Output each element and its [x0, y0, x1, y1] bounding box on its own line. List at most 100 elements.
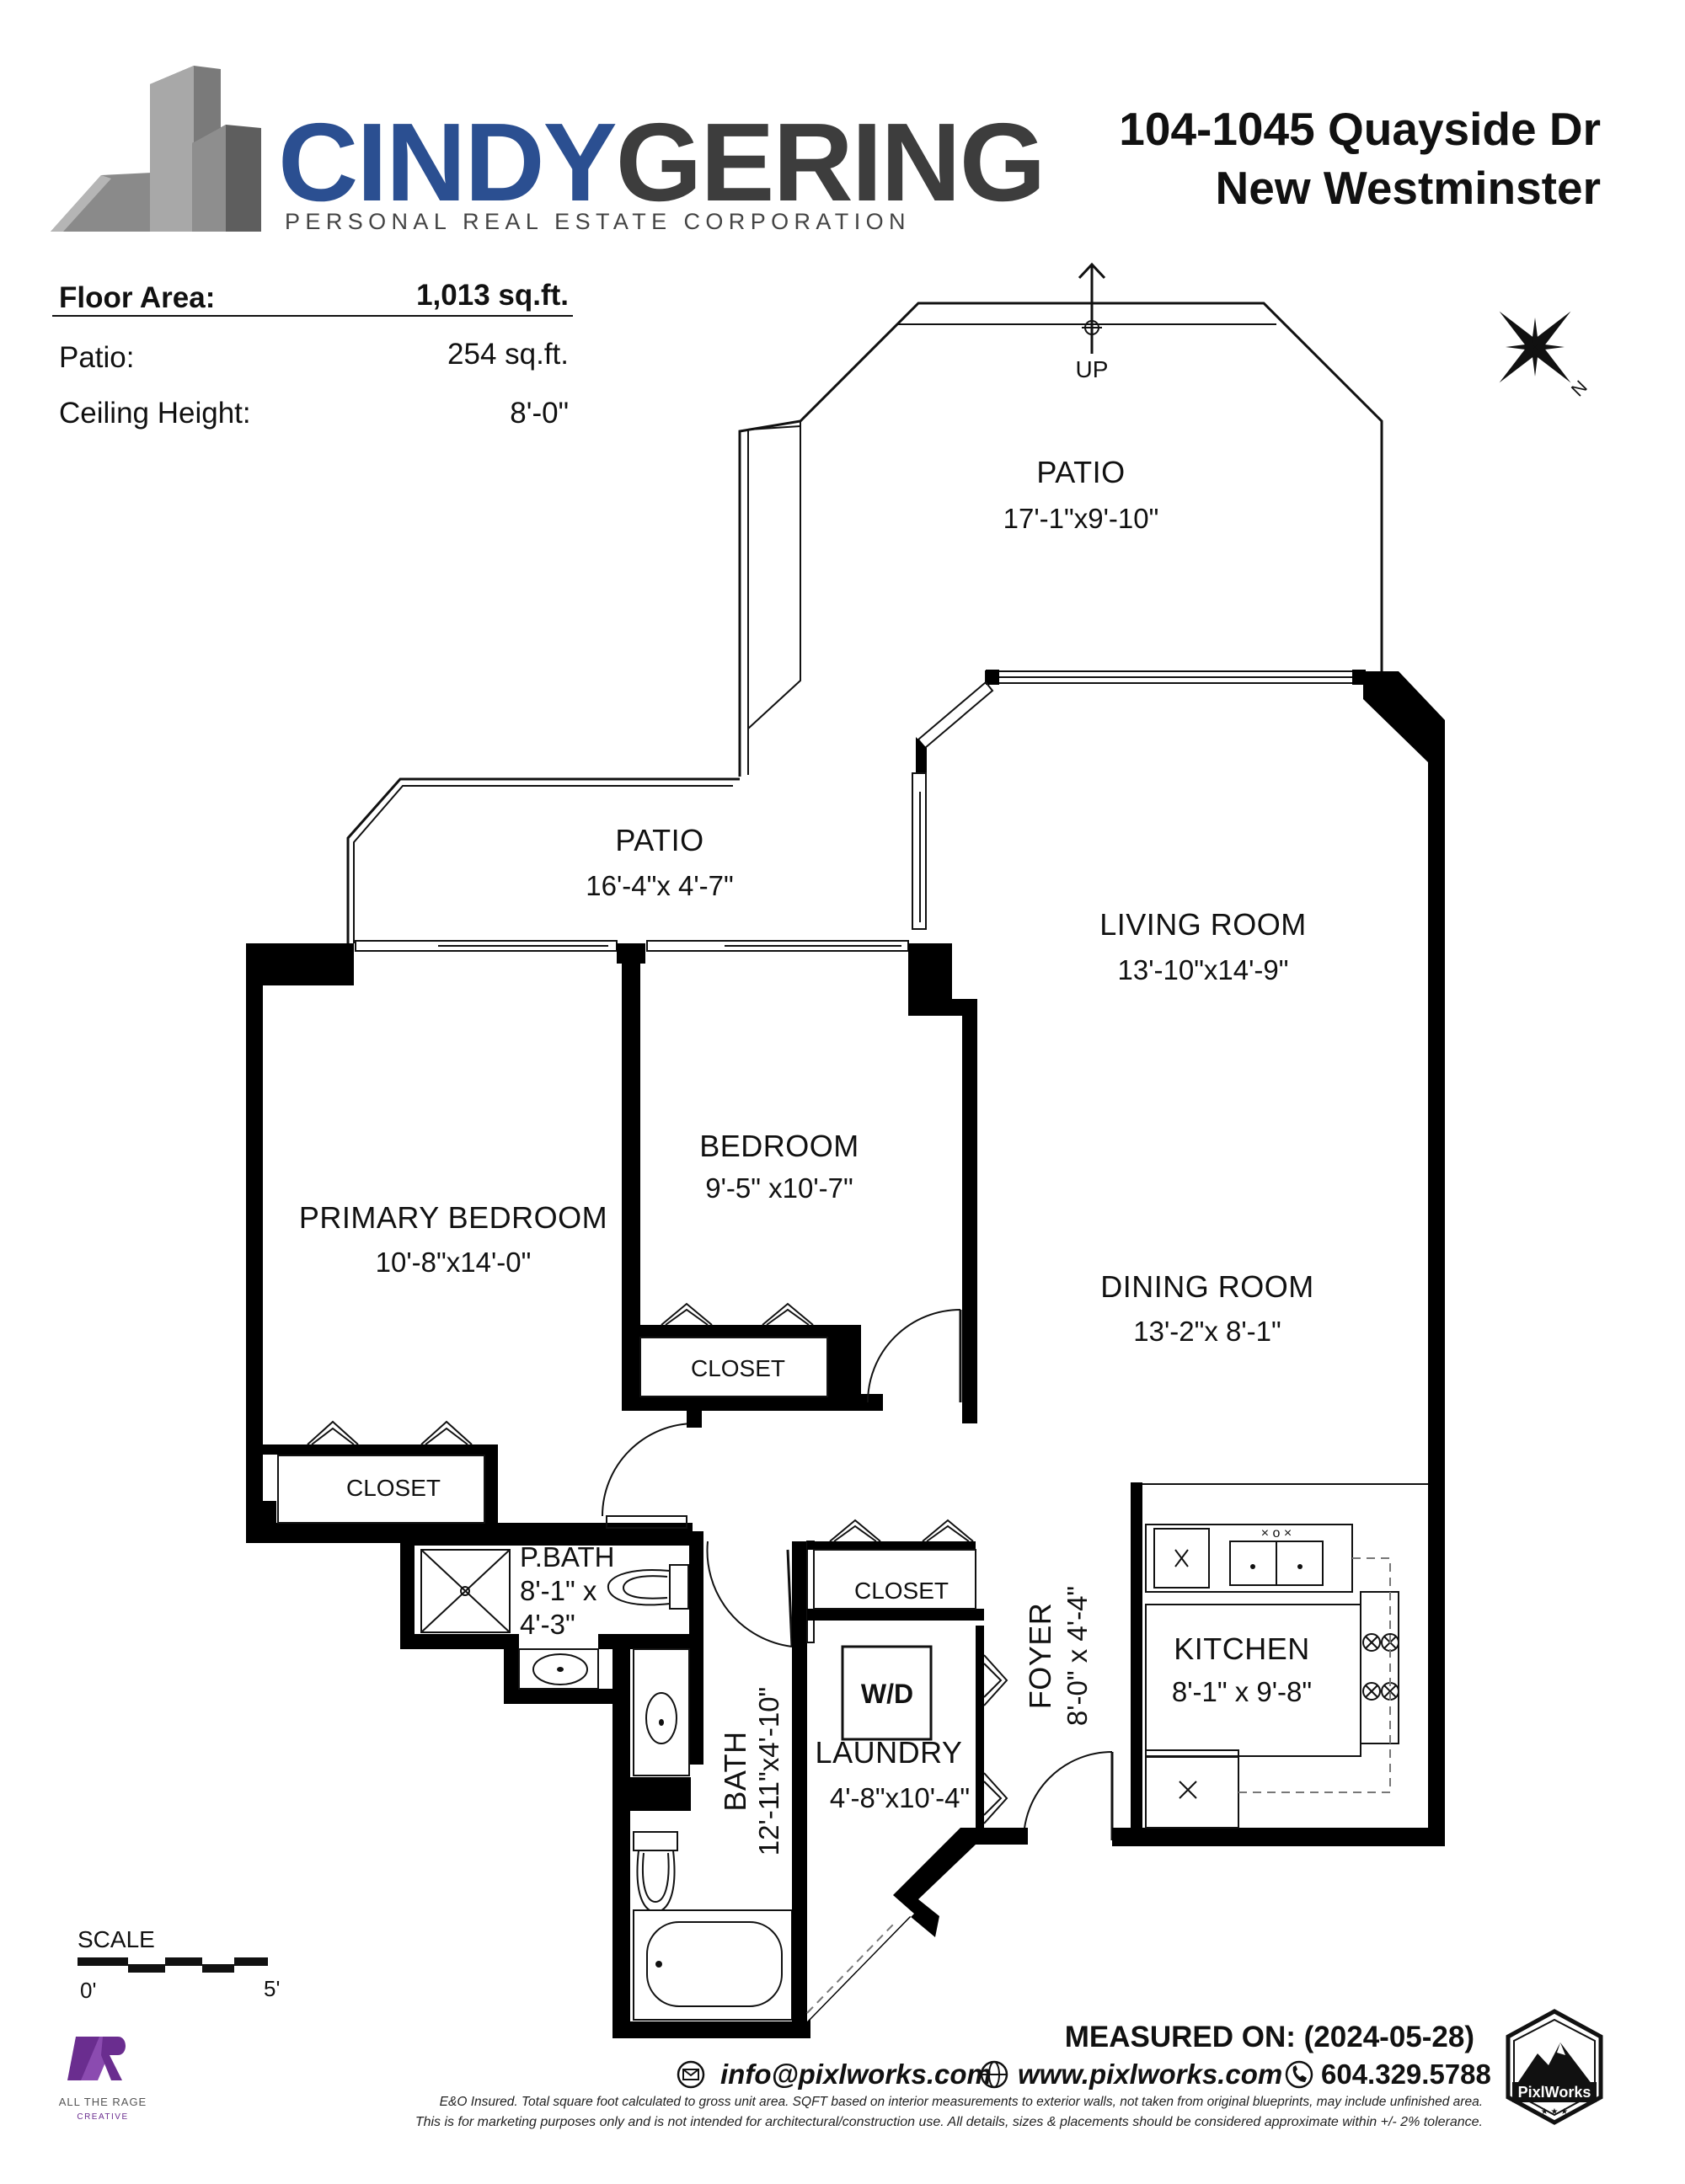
floor-area-value: 1,013 sq.ft.: [416, 279, 569, 312]
dining-room-dims: 13'-2"x 8'-1": [1133, 1316, 1281, 1347]
wall-pbath-vanity-left: [504, 1634, 519, 1701]
bedroom-name: BEDROOM: [699, 1129, 859, 1163]
toilet-bath-icon: [633, 1831, 678, 1914]
scale-end: 5': [264, 1976, 280, 2001]
bath-name: BATH: [718, 1731, 752, 1811]
stairs-up-arrow-icon: [1078, 262, 1106, 354]
wall-bedroom-divider: [622, 943, 640, 1411]
measured-on: MEASURED ON: (2024-05-28): [1065, 2021, 1474, 2053]
patio-left-name: PATIO: [615, 823, 703, 857]
living-room-name: LIVING ROOM: [1099, 907, 1307, 942]
all-the-rage-mark-icon: [67, 2037, 126, 2080]
stove-icon: [1360, 1591, 1399, 1744]
door-pbath: [606, 1515, 687, 1529]
wall-living-right: [1363, 671, 1445, 1840]
vanity-bath: [633, 1648, 690, 1776]
contact-phone[interactable]: 604.329.5788: [1321, 2059, 1491, 2090]
upper-patio-railing: [747, 425, 801, 775]
wall-primary-bedroom: [246, 943, 354, 1523]
upper-patio-step: [747, 421, 801, 729]
wall-bath-right-upper: [689, 1596, 703, 1765]
patio-area-label: Patio:: [59, 341, 135, 374]
wall-bedroom-right-column: [908, 943, 977, 1423]
brand-tagline: PERSONAL REAL ESTATE CORPORATION: [285, 209, 911, 234]
laundry-dims: 4'-8"x10'-4": [830, 1782, 970, 1813]
partner-logo-line2: CREATIVE: [77, 2112, 128, 2122]
floor-info-table: Floor Area: 1,013 sq.ft. Patio: 254 sq.f…: [52, 279, 573, 430]
lower-patio-outline: [346, 777, 740, 943]
lower-patio-railing: [353, 785, 733, 943]
primary-bedroom-name: PRIMARY BEDROOM: [299, 1200, 607, 1235]
scale-start: 0': [80, 1978, 96, 2003]
wall-laundry-left: [792, 1541, 807, 2021]
address-line2: New Westminster: [1216, 162, 1601, 214]
wall-closet-hall-top: [807, 1541, 976, 1550]
wall-bedroom-bottom: [622, 1394, 883, 1411]
bedroom-dims: 9'-5" x10'-7": [705, 1172, 853, 1204]
contact-row: info@pixlworks.com www.pixlworks.com 604…: [677, 2059, 1491, 2090]
globe-icon: [980, 2060, 1008, 2089]
brand-name-part2: GERING: [616, 100, 1045, 224]
compass-rose-icon: N: [1499, 311, 1591, 401]
pbath-dims-line2: 4'-3": [520, 1609, 575, 1640]
pixlworks-logo-name: PixlWorks: [1518, 2084, 1591, 2101]
brand-name-part1: CINDY: [278, 100, 616, 224]
wall-foyer-bottom-left: [994, 1828, 1028, 1845]
floor-plan: UP: [246, 262, 1445, 2038]
door-swing-bedroom: [867, 1309, 961, 1403]
closet-primary-box: [277, 1455, 485, 1524]
living-room-dims: 13'-10"x14'-9": [1118, 954, 1289, 985]
patio-top-dims: 17'-1"x9'-10": [1003, 503, 1159, 534]
bath-dims: 12'-11"x4'-10": [753, 1687, 784, 1856]
scale-label: SCALE: [78, 1926, 155, 1952]
closet-hall-label: CLOSET: [854, 1578, 949, 1604]
laundry-dashed-line: [806, 1924, 894, 2014]
closet-bedroom-label: CLOSET: [691, 1355, 785, 1381]
closet-hall-box: [813, 1549, 976, 1610]
refrigerator-icon: [1145, 1755, 1239, 1829]
washer-dryer-icon: [841, 1645, 933, 1741]
foyer-name: FOYER: [1023, 1603, 1057, 1710]
partner-logo-line1: ALL THE RAGE: [59, 2096, 147, 2108]
wall-pbath-bottom-right: [598, 1634, 703, 1649]
wall-pbath-bottom-left: [400, 1634, 518, 1649]
wall-hall-stub: [687, 1411, 702, 1428]
disclaimer-line1: E&O Insured. Total square foot calculate…: [440, 2095, 1483, 2109]
contact-website[interactable]: www.pixlworks.com: [1018, 2059, 1282, 2090]
laundry-bifold-doors-icon: [983, 1654, 1008, 1824]
wall-closet-bedroom-top: [640, 1325, 834, 1337]
wall-pbath-vanity-bottom: [504, 1689, 613, 1704]
contact-email[interactable]: info@pixlworks.com: [720, 2059, 992, 2090]
dining-room-name: DINING ROOM: [1100, 1269, 1314, 1304]
window-mullion-left: [986, 670, 999, 685]
door-swing-bath: [706, 1541, 793, 1647]
address-line1: 104-1045 Quayside Dr: [1119, 103, 1601, 155]
kitchen-dashed-counter: [1238, 1557, 1391, 1793]
wall-laundry-angled: [792, 1828, 994, 2038]
closet-hall-bifold-doors-icon: [829, 1519, 974, 1542]
pbath-dims-line1: 8'-1" x: [520, 1575, 597, 1606]
ceiling-height-value: 8'-0": [510, 397, 569, 430]
washer-dryer-label: W/D: [861, 1679, 913, 1709]
kitchen-island: [1145, 1604, 1361, 1757]
pbath-name: P.BATH: [520, 1541, 615, 1573]
window-mullion-right: [1352, 670, 1366, 685]
primary-bedroom-dims: 10'-8"x14'-0": [376, 1247, 532, 1278]
foyer-dims: 8'-0" x 4'-4": [1062, 1586, 1093, 1726]
faucet-icon: × o ×: [1261, 1526, 1292, 1541]
compass-north-label: N: [1567, 376, 1591, 401]
floor-area-label: Floor Area:: [59, 281, 215, 314]
door-closet-hall-left: [806, 1541, 815, 1643]
pixlworks-stars-icon: ★ ★ ★: [1541, 2107, 1568, 2117]
mountain-icon: [1516, 2042, 1592, 2085]
closet-primary-bifold-doors-icon: [307, 1420, 473, 1445]
pixlworks-logo: PixlWorks ★ ★ ★: [1506, 2009, 1603, 2125]
door-bath: [786, 1549, 794, 1647]
toilet-pbath-icon: [607, 1564, 689, 1610]
brand-logo: CINDYGERING PERSONAL REAL ESTATE CORPORA…: [51, 66, 1046, 234]
wall-foyer-kitchen-bottom: [1112, 1828, 1445, 1846]
window-living-angled: [917, 681, 994, 750]
patio-area-value: 254 sq.ft.: [447, 338, 569, 371]
